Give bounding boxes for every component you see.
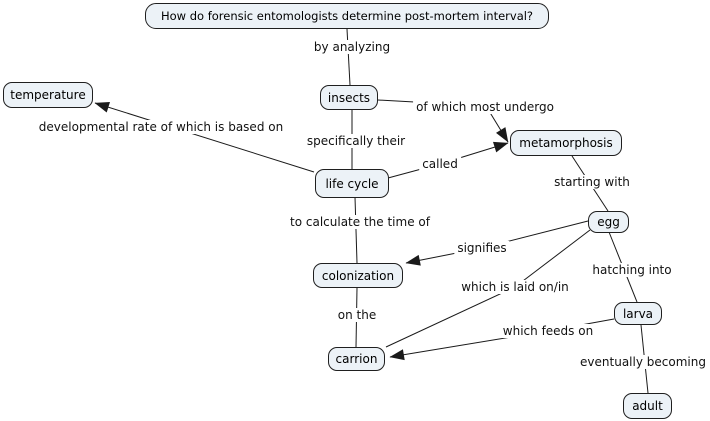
concept-node-question[interactable]: How do forensic entomologists determine … — [145, 3, 549, 29]
linking-phrase-question-insects[interactable]: by analyzing — [310, 40, 394, 54]
linking-phrase-metamorphosis-egg[interactable]: starting with — [551, 175, 633, 189]
concept-node-temperature[interactable]: temperature — [3, 82, 93, 108]
linking-phrase-insects-metamorphosis[interactable]: of which most undergo — [413, 100, 557, 114]
concept-node-insects[interactable]: insects — [320, 85, 378, 110]
concept-node-egg[interactable]: egg — [588, 211, 629, 233]
linking-phrase-life-cycle-colonization[interactable]: to calculate the time of — [287, 215, 433, 229]
linking-phrase-insects-life-cycle[interactable]: specifically their — [303, 134, 409, 148]
connector-line-life-cycle-colonization — [354, 196, 358, 264]
linking-phrase-egg-larva[interactable]: hatching into — [589, 263, 675, 277]
linking-phrase-larva-adult[interactable]: eventually becoming — [577, 355, 709, 369]
concept-node-adult[interactable]: adult — [623, 393, 672, 419]
linking-phrase-larva-carrion[interactable]: which feeds on — [499, 324, 597, 338]
concept-node-carrion[interactable]: carrion — [328, 347, 385, 371]
linking-phrase-egg-colonization[interactable]: signifies — [454, 241, 510, 255]
linking-phrase-egg-carrion[interactable]: which is laid on/in — [458, 280, 572, 294]
linking-phrase-life-cycle-metamorphosis[interactable]: called — [419, 157, 461, 171]
concept-node-colonization[interactable]: colonization — [313, 263, 403, 288]
concept-node-metamorphosis[interactable]: metamorphosis — [510, 130, 622, 156]
connector-line-life-cycle-temperature — [94, 101, 315, 173]
connector-line-egg-carrion — [514, 229, 591, 288]
linking-phrase-life-cycle-temperature[interactable]: developmental rate of which is based on — [35, 120, 287, 134]
connector-line-question-insects — [346, 28, 351, 86]
concept-node-larva[interactable]: larva — [614, 302, 662, 325]
linking-phrase-colonization-carrion[interactable]: on the — [334, 308, 380, 322]
connector-line-egg-carrion — [385, 286, 516, 348]
concept-node-life-cycle[interactable]: life cycle — [315, 169, 389, 198]
